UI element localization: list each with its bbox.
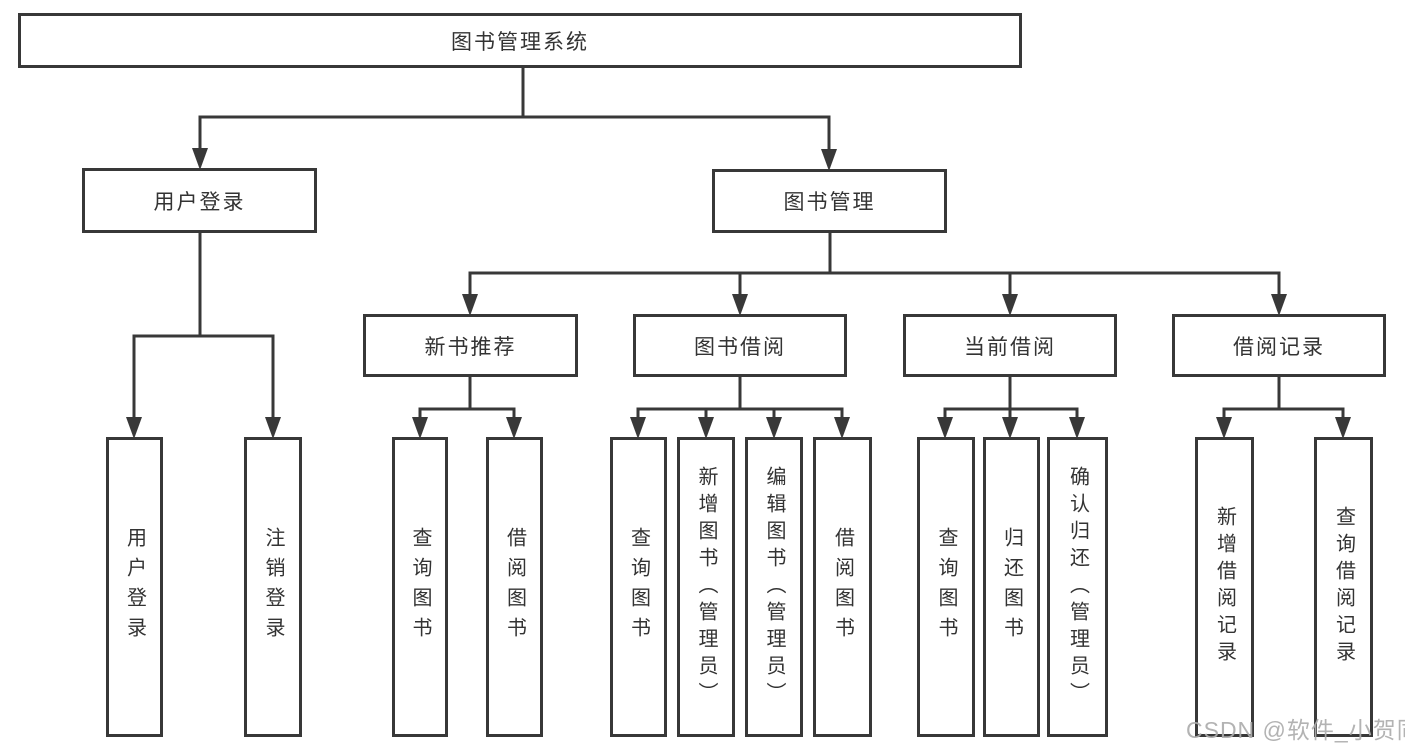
leaf-label: 注销登录 <box>262 527 284 647</box>
leaf-label: 借阅图书 <box>831 527 854 647</box>
leaf-query-borrow-record: 查询借阅记录 <box>1314 437 1373 737</box>
leaf-borrow-books-recommend: 借阅图书 <box>486 437 543 737</box>
node-user-login: 用户登录 <box>82 168 317 233</box>
leaf-label: 用户登录 <box>123 527 146 647</box>
node-label: 图书借阅 <box>694 335 786 359</box>
leaf-label: 归还图书 <box>1000 527 1023 647</box>
node-new-book-recommend: 新书推荐 <box>363 314 578 377</box>
leaf-query-books-current: 查询图书 <box>917 437 975 737</box>
leaf-label: 确认归还（管理员） <box>1066 465 1089 709</box>
node-label: 图书管理 <box>783 191 876 214</box>
leaf-logout: 注销登录 <box>244 437 302 737</box>
csdn-watermark: CSDN @软件_小贺同学 <box>1186 717 1405 743</box>
node-borrowing-records: 借阅记录 <box>1172 314 1386 377</box>
node-label: 新书推荐 <box>424 335 517 359</box>
leaf-user-login: 用户登录 <box>106 437 163 737</box>
node-current-borrowing: 当前借阅 <box>903 314 1117 377</box>
leaf-label: 查询借阅记录 <box>1332 506 1355 668</box>
leaf-add-books-admin: 新增图书（管理员） <box>677 437 735 737</box>
leaf-label: 查询图书 <box>935 527 957 647</box>
leaf-label: 新增图书（管理员） <box>695 465 717 709</box>
leaf-return-books: 归还图书 <box>983 437 1040 737</box>
node-book-borrowing: 图书借阅 <box>633 314 847 377</box>
node-label: 图书管理系统 <box>451 30 589 54</box>
node-book-management: 图书管理 <box>712 169 947 233</box>
leaf-add-borrow-record: 新增借阅记录 <box>1195 437 1254 737</box>
leaf-query-books-recommend: 查询图书 <box>392 437 448 737</box>
node-label: 借阅记录 <box>1233 335 1325 359</box>
node-label: 用户登录 <box>153 190 246 214</box>
leaf-label: 新增借阅记录 <box>1213 506 1236 668</box>
leaf-confirm-return-admin: 确认归还（管理员） <box>1047 437 1108 737</box>
leaf-edit-books-admin: 编辑图书（管理员） <box>745 437 803 737</box>
node-label: 当前借阅 <box>964 335 1056 359</box>
leaf-label: 编辑图书（管理员） <box>763 465 785 709</box>
leaf-query-books-borrowing: 查询图书 <box>610 437 667 737</box>
leaf-label: 查询图书 <box>409 527 431 647</box>
leaf-label: 借阅图书 <box>503 527 526 647</box>
node-library-management-system: 图书管理系统 <box>18 13 1022 68</box>
leaf-borrow-books: 借阅图书 <box>813 437 872 737</box>
leaf-label: 查询图书 <box>627 527 650 647</box>
